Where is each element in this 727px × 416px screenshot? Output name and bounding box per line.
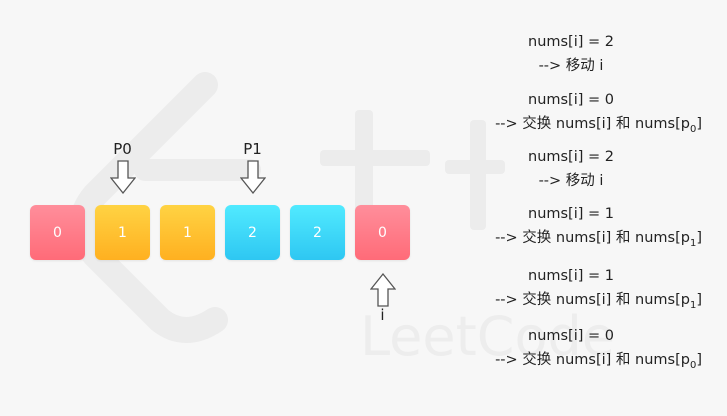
step-action-subscript: 0 [689, 123, 697, 135]
pointer-p0-label: P0 [113, 140, 132, 158]
watermark-glyph-1 [355, 110, 373, 230]
watermark-glyph-4 [445, 160, 505, 174]
step-action: --> 交换 nums[i] 和 nums[p1] [440, 226, 702, 249]
watermark-logo-bracket [69, 72, 228, 343]
step-action: --> 交换 nums[i] 和 nums[p0] [440, 348, 702, 371]
step-action-text: --> 交换 nums[i] 和 nums[p [495, 352, 690, 368]
watermark-text: LeetCode [360, 305, 615, 368]
step-condition: nums[i] = 0 [528, 328, 614, 344]
up-arrow-icon [369, 273, 396, 307]
step-condition: nums[i] = 2 [528, 34, 614, 50]
step-action-text: --> 交换 nums[i] 和 nums[p [495, 230, 690, 246]
array-cell: 0 [355, 205, 410, 260]
watermark-glyph-3 [470, 120, 486, 230]
step-action: --> 移动 i [538, 58, 604, 74]
watermark-glyph-2 [320, 150, 430, 166]
step-action: --> 交换 nums[i] 和 nums[p0] [440, 112, 702, 135]
step-action-subscript: 1 [689, 299, 697, 311]
array-cell: 2 [290, 205, 345, 260]
array-cell: 2 [225, 205, 280, 260]
step-condition: nums[i] = 2 [528, 149, 614, 165]
array-cell: 1 [95, 205, 150, 260]
step-condition: nums[i] = 1 [528, 206, 614, 222]
step-action: --> 交换 nums[i] 和 nums[p1] [440, 288, 702, 311]
pointer-p1-label: P1 [243, 140, 262, 158]
step-action-subscript: 1 [689, 237, 697, 249]
array-cell: 1 [160, 205, 215, 260]
array-cell: 0 [30, 205, 85, 260]
step-condition: nums[i] = 0 [528, 92, 614, 108]
step-action-subscript: 0 [689, 359, 697, 371]
step-action-text: --> 交换 nums[i] 和 nums[p [495, 292, 690, 308]
step-action-text: --> 交换 nums[i] 和 nums[p [495, 116, 690, 132]
down-arrow-icon [239, 160, 266, 194]
down-arrow-icon [109, 160, 136, 194]
step-action-close: ] [696, 292, 702, 308]
step-action-close: ] [696, 116, 702, 132]
step-action-close: ] [696, 352, 702, 368]
step-action: --> 移动 i [538, 173, 604, 189]
pointer-i-label: i [380, 306, 385, 324]
step-action-close: ] [696, 230, 702, 246]
step-condition: nums[i] = 1 [528, 268, 614, 284]
